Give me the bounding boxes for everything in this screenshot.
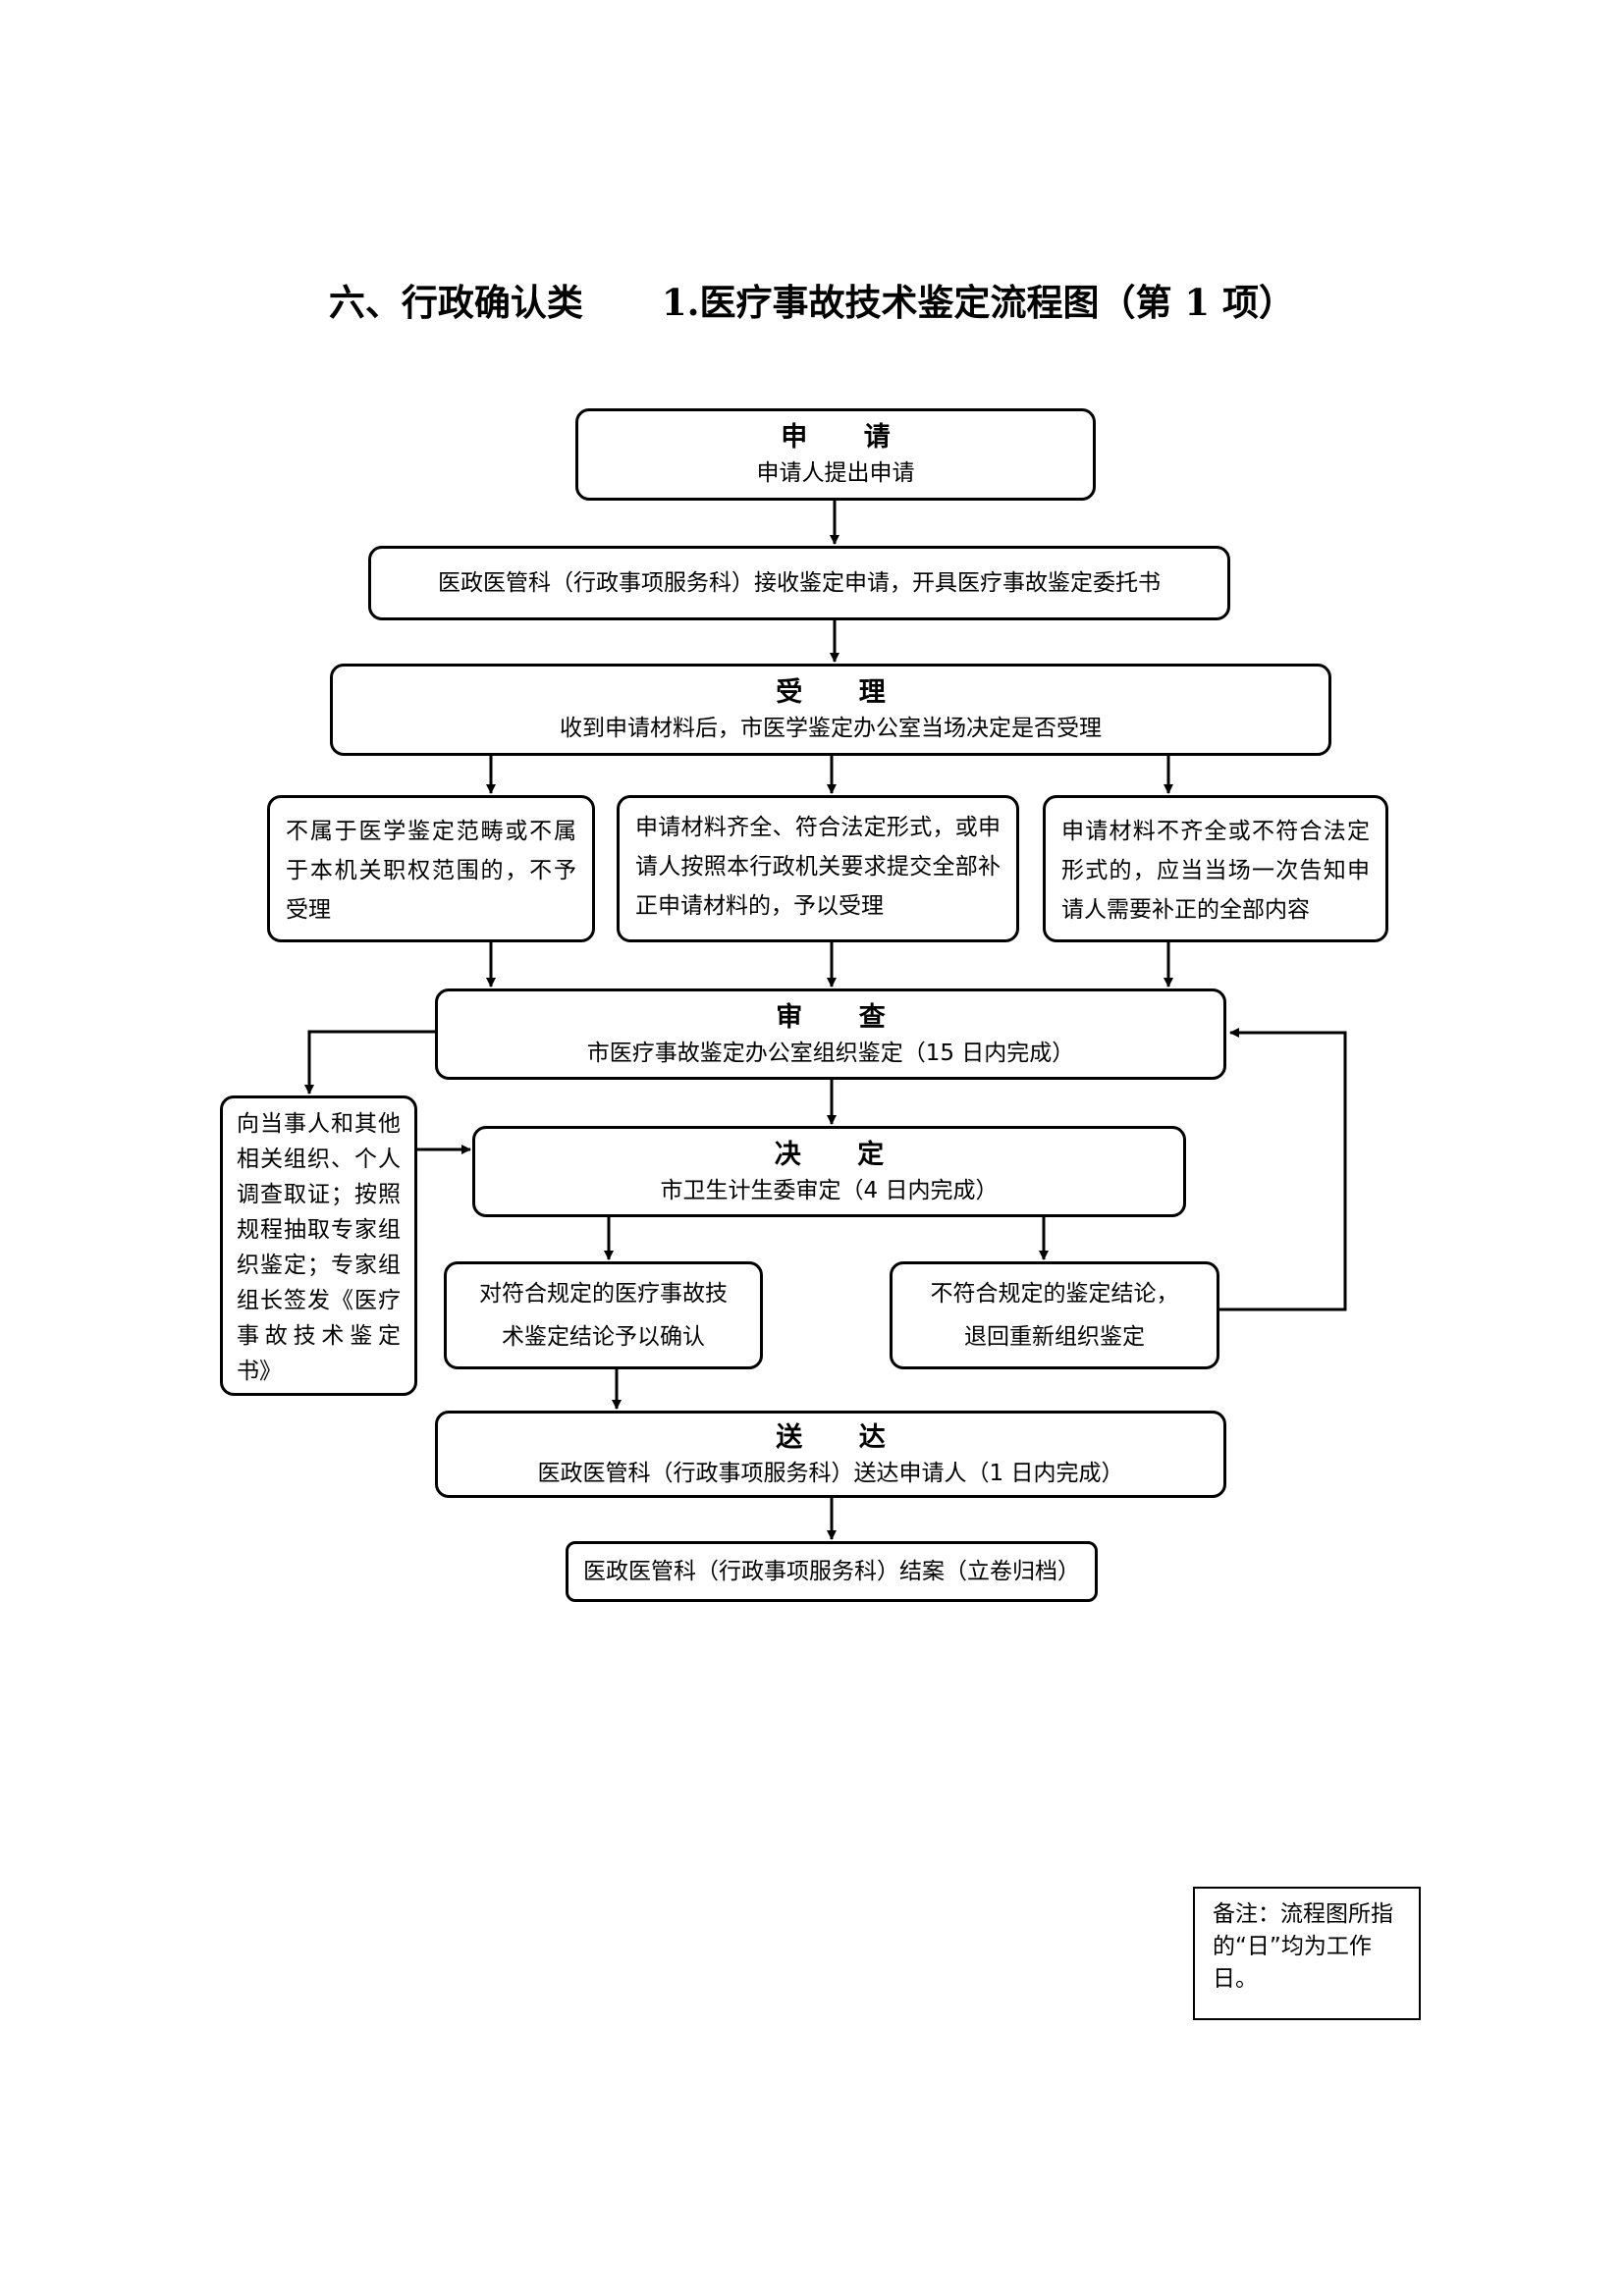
node-decision-heading: 决 定 bbox=[774, 1139, 908, 1170]
node-receive: 医政医管科（行政事项服务科）接收鉴定申请，开具医疗事故鉴定委托书 bbox=[368, 546, 1230, 620]
node-accept-heading: 受 理 bbox=[776, 677, 909, 708]
section-title: 六、行政确认类 bbox=[328, 281, 583, 324]
node-accept: 受 理 收到申请材料后，市医学鉴定办公室当场决定是否受理 bbox=[330, 664, 1331, 756]
node-receive-text: 医政医管科（行政事项服务科）接收鉴定申请，开具医疗事故鉴定委托书 bbox=[438, 570, 1161, 596]
node-review-heading: 审 查 bbox=[776, 1001, 909, 1033]
footnote-text: 备注：流程图所指的“日”均为工作日。 bbox=[1213, 1901, 1393, 1992]
node-apply-text: 申请人提出申请 bbox=[756, 460, 915, 486]
node-close: 医政医管科（行政事项服务科）结案（立卷归档） bbox=[566, 1541, 1098, 1602]
node-accepted: 申请材料齐全、符合法定形式，或申请人按照本行政机关要求提交全部补正申请材料的，予… bbox=[617, 795, 1019, 942]
node-deliver-heading: 送 达 bbox=[776, 1421, 909, 1453]
node-confirm-line1: 对符合规定的医疗事故技 bbox=[479, 1281, 728, 1307]
node-review: 审 查 市医疗事故鉴定办公室组织鉴定（15 日内完成） bbox=[435, 988, 1226, 1080]
node-confirm-line2: 术鉴定结论予以确认 bbox=[502, 1324, 705, 1350]
node-decision-text: 市卫生计生委审定（4 日内完成） bbox=[660, 1177, 999, 1203]
arrow-review-to-investigate bbox=[304, 1030, 435, 1095]
node-deliver: 送 达 医政医管科（行政事项服务科）送达申请人（1 日内完成） bbox=[435, 1411, 1226, 1498]
node-accept-text: 收到申请材料后，市医学鉴定办公室当场决定是否受理 bbox=[560, 716, 1102, 741]
node-investigate-text: 向当事人和其他相关组织、个人调查取证；按照规程抽取专家组织鉴定；专家组组长签发《… bbox=[237, 1111, 401, 1384]
node-accepted-text: 申请材料齐全、符合法定形式，或申请人按照本行政机关要求提交全部补正申请材料的，予… bbox=[635, 815, 1001, 919]
node-reject: 不属于医学鉴定范畴或不属于本机关职权范围的，不予受理 bbox=[267, 795, 595, 942]
node-confirm: 对符合规定的医疗事故技 术鉴定结论予以确认 bbox=[444, 1261, 763, 1369]
node-return-line2: 退回重新组织鉴定 bbox=[964, 1324, 1145, 1350]
node-close-text: 医政医管科（行政事项服务科）结案（立卷归档） bbox=[583, 1559, 1080, 1584]
flowchart-title: 1.医疗事故技术鉴定流程图（第 1 项） bbox=[661, 281, 1296, 324]
node-return: 不符合规定的鉴定结论， 退回重新组织鉴定 bbox=[890, 1261, 1219, 1369]
arrow-return-to-review bbox=[1219, 1028, 1347, 1311]
node-supplement-text: 申请材料不齐全或不符合法定形式的，应当当场一次告知申请人需要补正的全部内容 bbox=[1061, 819, 1370, 923]
footnote: 备注：流程图所指的“日”均为工作日。 bbox=[1193, 1887, 1421, 2020]
node-decision: 决 定 市卫生计生委审定（4 日内完成） bbox=[472, 1126, 1186, 1217]
node-investigate: 向当事人和其他相关组织、个人调查取证；按照规程抽取专家组织鉴定；专家组组长签发《… bbox=[220, 1095, 417, 1396]
node-apply-heading: 申 请 bbox=[781, 422, 914, 453]
page-title: 六、行政确认类 1.医疗事故技术鉴定流程图（第 1 项） bbox=[0, 273, 1624, 326]
node-review-text: 市医疗事故鉴定办公室组织鉴定（15 日内完成） bbox=[586, 1040, 1075, 1066]
node-deliver-text: 医政医管科（行政事项服务科）送达申请人（1 日内完成） bbox=[537, 1460, 1124, 1486]
node-apply: 申 请 申请人提出申请 bbox=[575, 408, 1096, 501]
node-supplement: 申请材料不齐全或不符合法定形式的，应当当场一次告知申请人需要补正的全部内容 bbox=[1043, 795, 1388, 942]
node-reject-text: 不属于医学鉴定范畴或不属于本机关职权范围的，不予受理 bbox=[286, 819, 576, 923]
node-return-line1: 不符合规定的鉴定结论， bbox=[930, 1281, 1179, 1307]
